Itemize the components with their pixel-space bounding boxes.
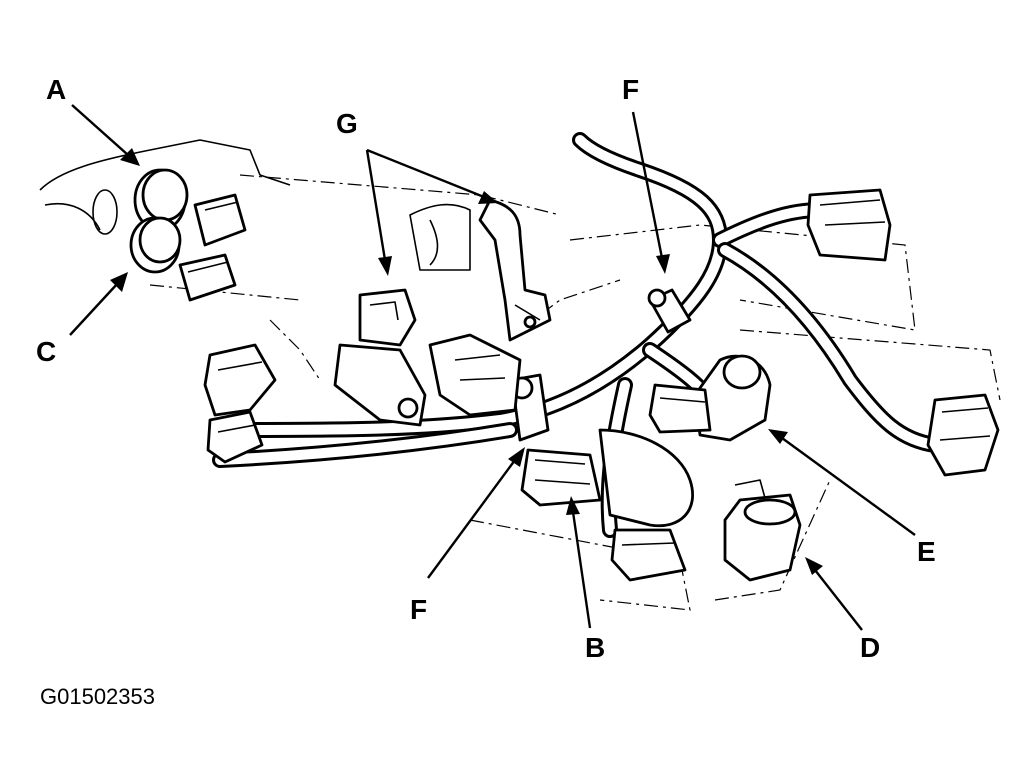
callout-label-a: A: [46, 74, 67, 105]
callout-label-f-top: F: [622, 74, 640, 105]
callout-label-d: D: [860, 632, 881, 663]
center-connector: [428, 333, 522, 417]
callout-arrows: [69, 104, 916, 631]
callout-label-c: C: [36, 336, 57, 367]
connector-e: [648, 383, 712, 434]
sensor-d: [723, 479, 802, 582]
solenoid-valve-a: [133, 168, 189, 232]
connector-b-lower: [610, 528, 687, 582]
figure-id: G01502353: [40, 684, 155, 709]
right-connector-upper: [806, 188, 892, 262]
connector-a: [193, 193, 247, 247]
harness-clamp-f-upper: [647, 288, 692, 334]
callout-label-e: E: [917, 536, 936, 567]
solenoid-valve-c: [129, 216, 182, 274]
connector-c: [178, 253, 237, 302]
callout-label-f-bottom: F: [410, 594, 428, 625]
bracket-g: [478, 198, 552, 342]
sensor-b: [598, 428, 694, 528]
sensor-e: [693, 354, 772, 442]
left-connector-lower: [206, 410, 264, 464]
left-connector-upper: [203, 343, 277, 417]
callout-label-b: B: [585, 632, 606, 663]
sensor-g: [333, 288, 427, 427]
connector-b: [520, 448, 602, 507]
right-connector-lower: [926, 393, 1000, 477]
callout-label-g: G: [336, 108, 358, 139]
